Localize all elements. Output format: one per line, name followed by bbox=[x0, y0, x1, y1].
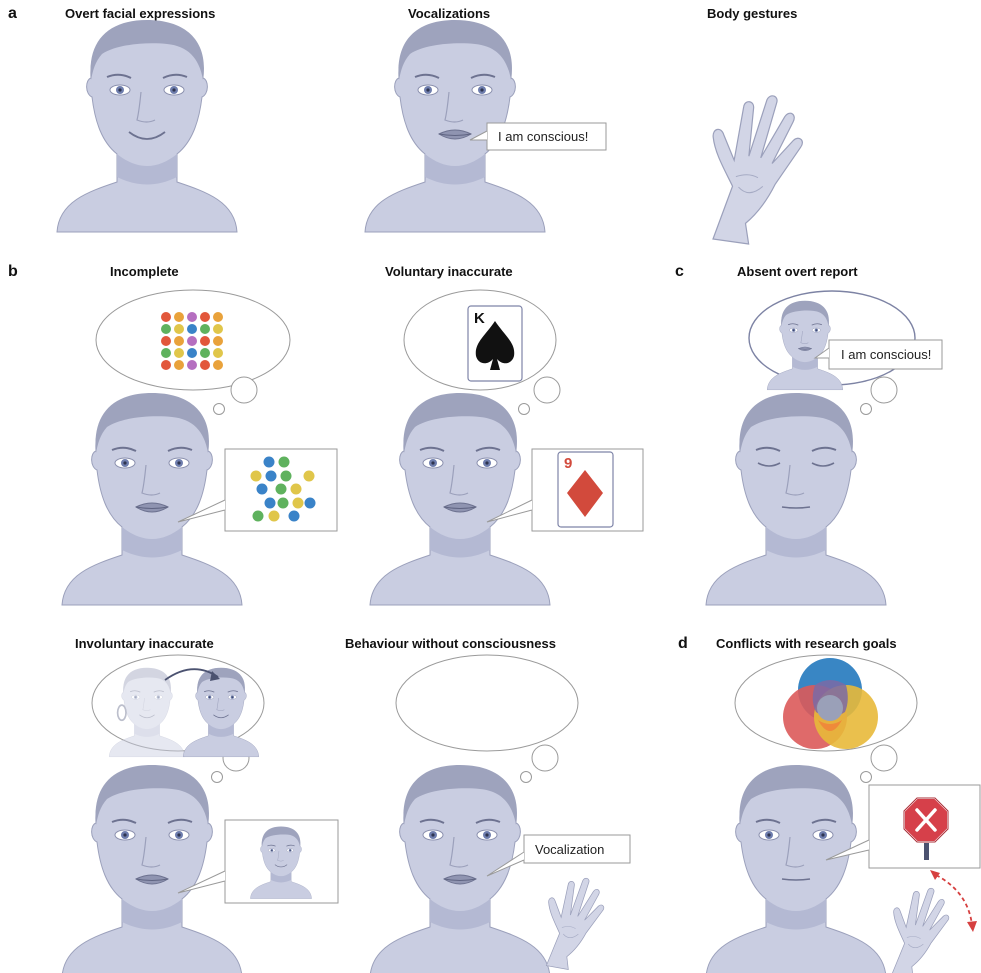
face-behaviour bbox=[369, 764, 551, 973]
face-icon bbox=[56, 19, 238, 233]
title-body-gestures: Body gestures bbox=[707, 6, 797, 21]
dot bbox=[200, 324, 210, 334]
hand-behaviour bbox=[537, 872, 609, 973]
dot bbox=[263, 456, 275, 468]
dot bbox=[213, 336, 223, 346]
dot bbox=[187, 360, 197, 370]
dot bbox=[277, 497, 289, 509]
title-involuntary-inaccurate: Involuntary inaccurate bbox=[75, 636, 214, 651]
dot bbox=[288, 510, 300, 522]
dot bbox=[213, 348, 223, 358]
hand-icon bbox=[882, 882, 954, 973]
dot bbox=[250, 470, 262, 482]
card-rank-king: K bbox=[474, 310, 485, 327]
dot-grid-speech bbox=[250, 456, 316, 522]
title-behaviour-without-consciousness: Behaviour without consciousness bbox=[345, 636, 556, 651]
playing-card-nine-diamonds: 9 bbox=[557, 451, 614, 528]
stop-sign-icon bbox=[903, 797, 949, 860]
dot bbox=[200, 336, 210, 346]
dot bbox=[187, 348, 197, 358]
dot bbox=[278, 456, 290, 468]
thought-bubble-empty bbox=[395, 654, 579, 783]
dot bbox=[161, 360, 171, 370]
speech-bubble-vocalization: Vocalization bbox=[486, 834, 631, 877]
playing-card-king-spades: K bbox=[467, 305, 523, 382]
face-earrings-faded bbox=[108, 667, 186, 758]
face-eyes-closed bbox=[705, 392, 887, 606]
face-smiling bbox=[56, 19, 238, 233]
dot bbox=[264, 497, 276, 509]
speech-text-vocalizations: I am conscious! bbox=[498, 129, 588, 144]
panel-a-label: a bbox=[8, 5, 17, 22]
face-icon bbox=[369, 764, 551, 973]
speech-text-absent: I am conscious! bbox=[841, 347, 931, 362]
panel-b-label: b bbox=[8, 263, 18, 280]
panel-c-label: c bbox=[675, 263, 684, 280]
title-conflicts-with-research-goals: Conflicts with research goals bbox=[716, 636, 897, 651]
dot bbox=[174, 348, 184, 358]
spade-icon bbox=[475, 321, 515, 370]
dot bbox=[187, 336, 197, 346]
card-rank-nine: 9 bbox=[564, 455, 572, 472]
face-icon bbox=[61, 392, 243, 606]
hand-conflicts bbox=[882, 882, 954, 973]
title-incomplete: Incomplete bbox=[110, 264, 179, 279]
title-absent-overt-report: Absent overt report bbox=[737, 264, 858, 279]
title-vocalizations: Vocalizations bbox=[408, 6, 490, 21]
dot bbox=[187, 324, 197, 334]
face-icon bbox=[705, 392, 887, 606]
face-icon bbox=[369, 392, 551, 606]
speech-text-vocalization: Vocalization bbox=[535, 842, 604, 857]
dot bbox=[174, 336, 184, 346]
dot bbox=[252, 510, 264, 522]
dot bbox=[213, 312, 223, 322]
dot bbox=[187, 312, 197, 322]
dot bbox=[161, 348, 171, 358]
hand-icon bbox=[698, 87, 809, 251]
dot bbox=[161, 312, 171, 322]
dot bbox=[268, 510, 280, 522]
dot bbox=[292, 497, 304, 509]
venn-diagram-icon bbox=[783, 658, 878, 749]
dot bbox=[200, 348, 210, 358]
dot bbox=[174, 324, 184, 334]
dot bbox=[161, 336, 171, 346]
dot bbox=[256, 483, 268, 495]
dot bbox=[200, 360, 210, 370]
dot bbox=[280, 470, 292, 482]
dot bbox=[304, 497, 316, 509]
dot bbox=[303, 470, 315, 482]
dot bbox=[213, 360, 223, 370]
dot bbox=[265, 470, 277, 482]
dot bbox=[275, 483, 287, 495]
dot bbox=[174, 312, 184, 322]
panel-d-label: d bbox=[678, 635, 688, 652]
face-icon bbox=[705, 764, 887, 973]
speech-bubble-absent: I am conscious! bbox=[813, 339, 943, 370]
dot-grid-thought bbox=[161, 312, 223, 370]
diamond-icon bbox=[567, 470, 603, 517]
hand-icon bbox=[537, 872, 609, 973]
dot bbox=[213, 324, 223, 334]
dot bbox=[161, 324, 171, 334]
curved-arrow-icon bbox=[935, 874, 973, 926]
face-conflicts bbox=[705, 764, 887, 973]
title-voluntary-inaccurate: Voluntary inaccurate bbox=[385, 264, 513, 279]
dot bbox=[200, 312, 210, 322]
face-icon bbox=[61, 764, 243, 973]
face-involuntary bbox=[61, 764, 243, 973]
title-overt-facial-expressions: Overt facial expressions bbox=[65, 6, 215, 21]
face-voluntary bbox=[369, 392, 551, 606]
dot bbox=[290, 483, 302, 495]
dot bbox=[174, 360, 184, 370]
speech-bubble-vocalizations: I am conscious! bbox=[469, 122, 607, 151]
face-incomplete bbox=[61, 392, 243, 606]
hand-gesture bbox=[698, 87, 809, 251]
